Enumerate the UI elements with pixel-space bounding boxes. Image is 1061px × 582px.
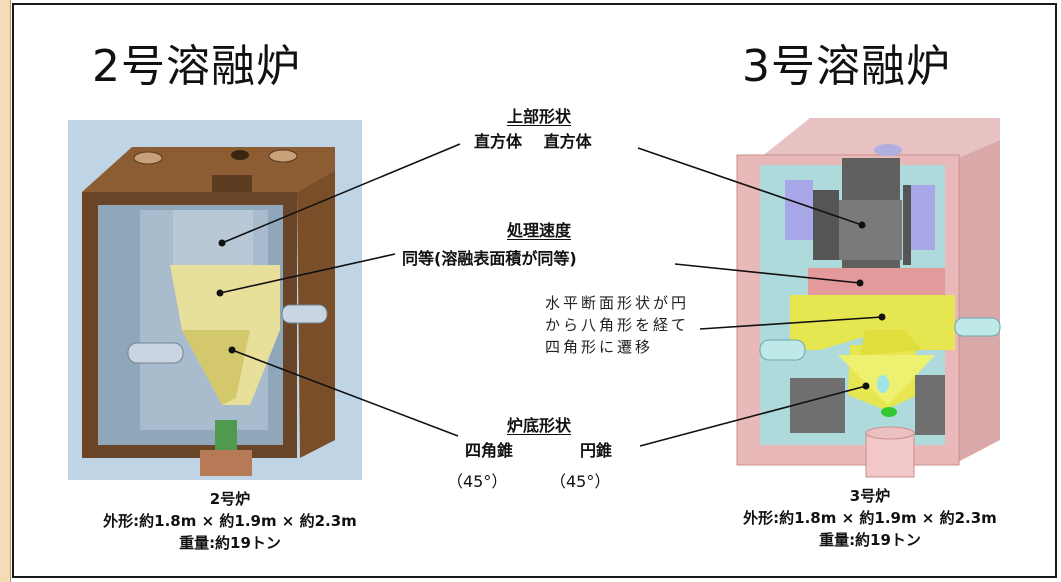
left-furnace-illustration: [68, 120, 362, 480]
leader-endpoints: [216, 221, 886, 390]
top-shape-value: 直方体 直方体: [474, 132, 592, 151]
left-furnace-title: 2号溶融炉: [92, 41, 301, 92]
left-furnace-name: 2号炉: [209, 490, 251, 508]
right-furnace-caption: 3号炉 外形:約1.8m × 約1.9m × 約2.3m 重量:約19トン: [700, 485, 1040, 551]
left-furnace-dimensions: 外形:約1.8m × 約1.9m × 約2.3m: [103, 512, 357, 530]
left-edge-strip: [0, 0, 11, 582]
bottom-shape-left-angle: （45°）: [447, 472, 508, 491]
right-furnace-illustration: [736, 118, 1001, 478]
leader-lines: [219, 143, 883, 447]
transition-note-line-2: から八角形を経て: [545, 316, 690, 334]
transition-note-line-3: 四角形に遷移: [545, 338, 654, 356]
left-furnace-weight: 重量:約19トン: [179, 534, 281, 552]
right-furnace-weight: 重量:約19トン: [819, 531, 921, 549]
speed-value: 同等(溶融表面積が同等): [402, 249, 577, 268]
bottom-shape-right-value: 円錐: [580, 441, 613, 460]
right-furnace-title: 3号溶融炉: [742, 41, 951, 92]
right-furnace-dimensions: 外形:約1.8m × 約1.9m × 約2.3m: [743, 509, 997, 527]
right-furnace-name: 3号炉: [849, 487, 891, 505]
top-shape-heading: 上部形状: [507, 107, 572, 126]
bottom-shape-heading: 炉底形状: [507, 416, 572, 435]
speed-heading: 処理速度: [507, 221, 572, 240]
bottom-shape-right-angle: （45°）: [550, 472, 611, 491]
left-furnace-caption: 2号炉 外形:約1.8m × 約1.9m × 約2.3m 重量:約19トン: [60, 488, 400, 554]
transition-note-line-1: 水平断面形状が円: [545, 294, 690, 312]
bottom-shape-left-value: 四角錐: [465, 441, 514, 460]
transition-note: 水平断面形状が円 から八角形を経て 四角形に遷移: [545, 292, 689, 358]
